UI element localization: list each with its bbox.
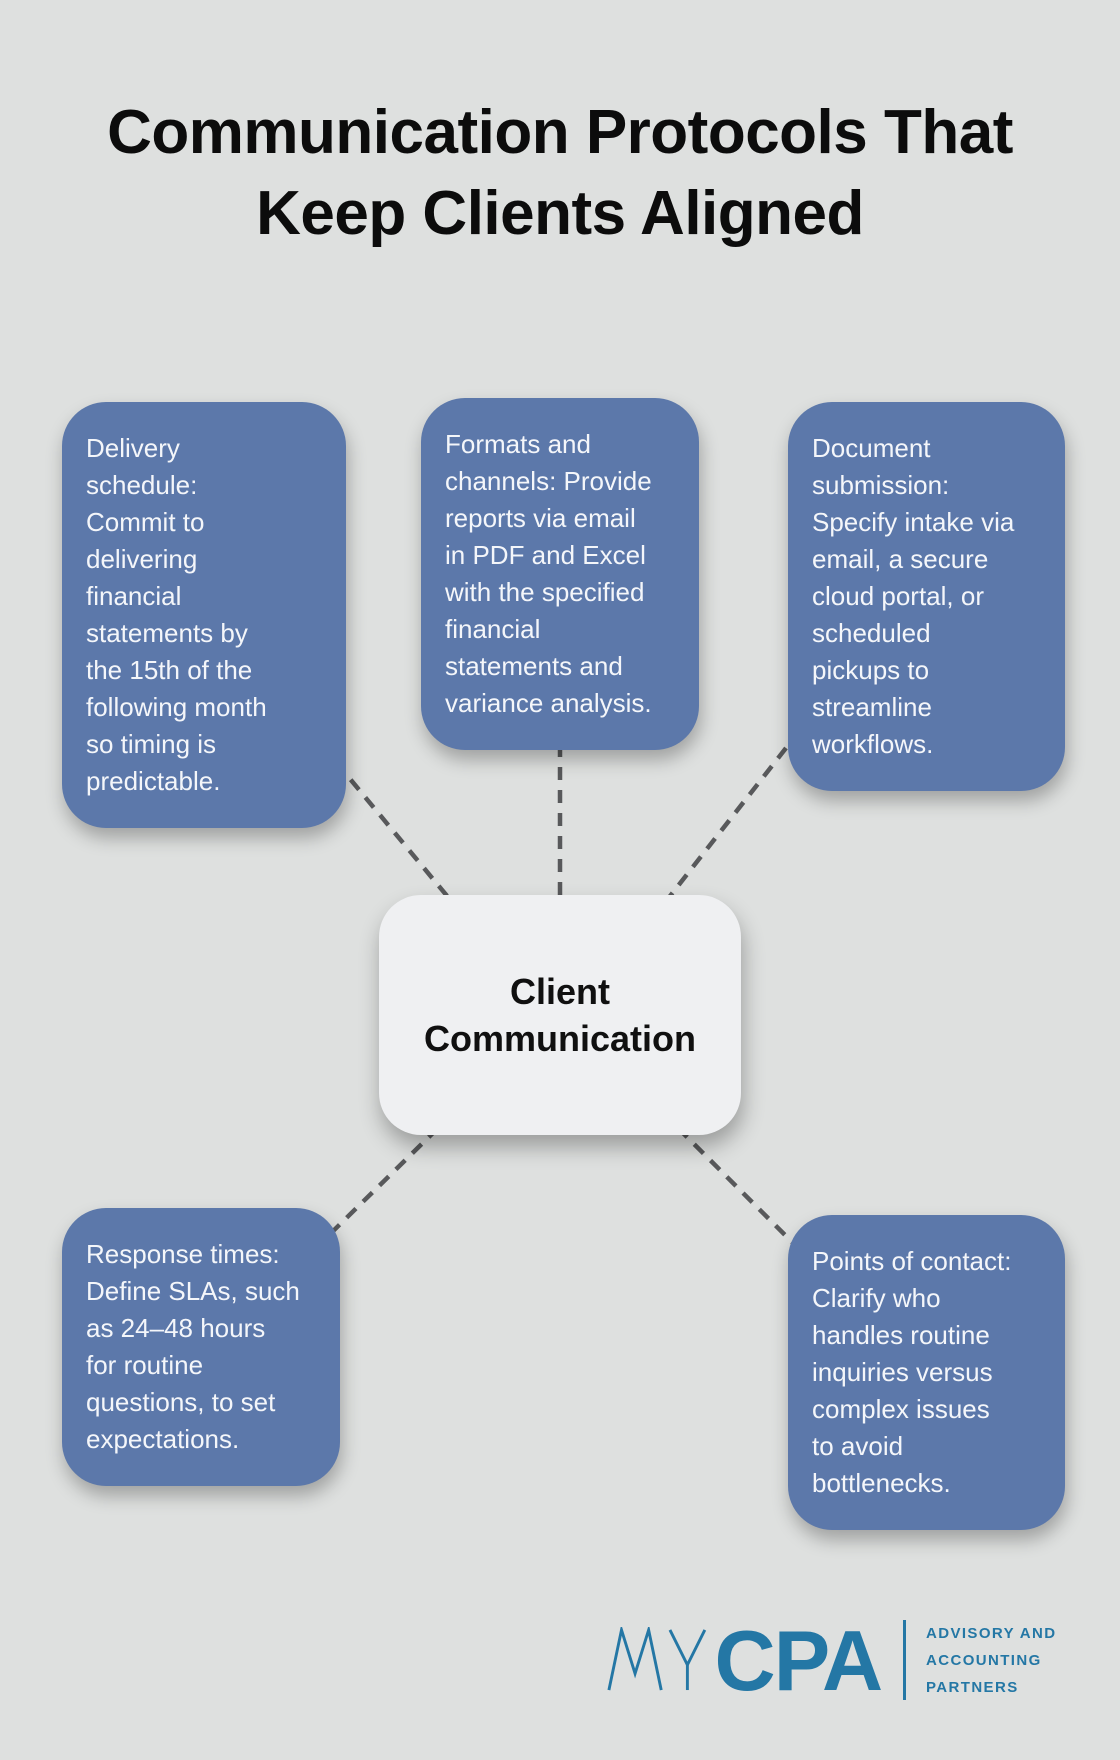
card-delivery-schedule-text: Delivery schedule: Commit to delivering … (86, 433, 267, 796)
tagline-line-2: ACCOUNTING (926, 1651, 1042, 1669)
page-title: Communication Protocols That Keep Client… (107, 98, 1013, 248)
connector-delivery (334, 760, 464, 916)
connector-response (324, 1126, 440, 1240)
logo-y-arms-glyph (668, 1629, 707, 1669)
logo-tagline: ADVISORY AND ACCOUNTING PARTNERS (926, 1620, 1056, 1701)
card-document-submission-text: Document submission: Specify intake via … (812, 433, 1015, 759)
card-response-times: Response times: Define SLAs, such as 24–… (62, 1208, 340, 1486)
central-topic-label: Client Communication (423, 971, 696, 1059)
connector-points (676, 1126, 796, 1246)
tagline-line-1: ADVISORY AND (926, 1624, 1057, 1642)
logo-cpa-text: CPA (715, 1627, 882, 1693)
card-formats-and-channels: Formats and channels: Provide reports vi… (421, 398, 699, 750)
card-response-times-text: Response times: Define SLAs, such as 24–… (86, 1239, 300, 1454)
connector-document (654, 746, 788, 916)
card-points-of-contact: Points of contact: Clarify who handles r… (788, 1215, 1065, 1530)
central-topic-node: Client Communication (379, 895, 741, 1135)
mycpa-logo-icon: CPA (607, 1627, 883, 1693)
brand-logo: CPA ADVISORY AND ACCOUNTING PARTNERS (606, 1612, 1056, 1708)
card-delivery-schedule: Delivery schedule: Commit to delivering … (62, 402, 346, 828)
logo-divider (903, 1620, 906, 1700)
card-formats-and-channels-text: Formats and channels: Provide reports vi… (445, 429, 652, 718)
card-points-of-contact-text: Points of contact: Clarify who handles r… (812, 1246, 1012, 1498)
logo-m-glyph (607, 1627, 663, 1691)
card-document-submission: Document submission: Specify intake via … (788, 402, 1065, 791)
tagline-line-3: PARTNERS (926, 1678, 1019, 1696)
